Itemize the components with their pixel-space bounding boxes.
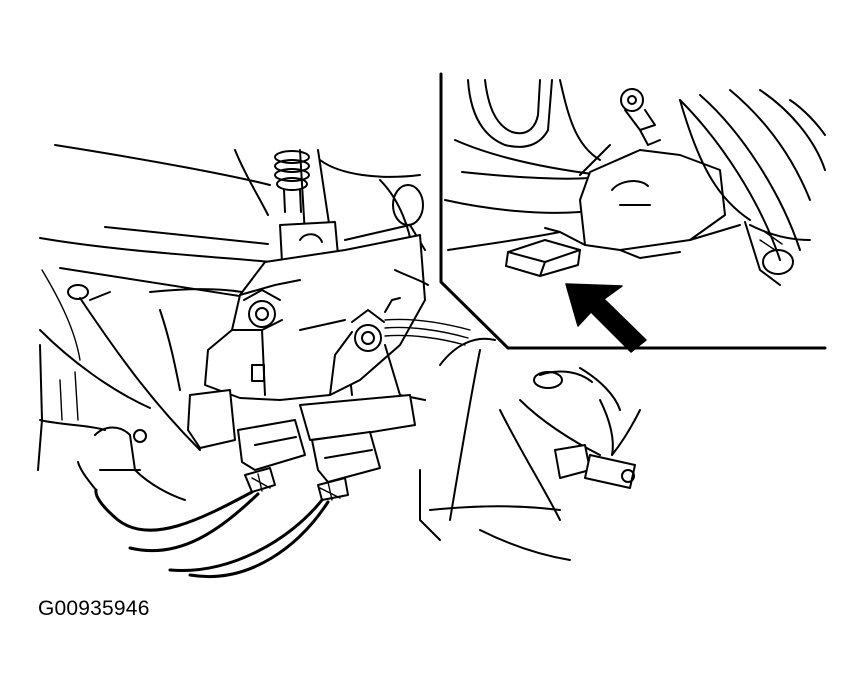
- left-structure: [37, 269, 201, 501]
- switch-bracket: [204, 221, 426, 401]
- pointer-arrow: [565, 283, 647, 353]
- inset-frame: [439, 72, 827, 350]
- dash-panel-lines: [39, 144, 424, 301]
- main-view: [37, 144, 641, 578]
- connectors: [187, 389, 416, 501]
- lower-structure: [419, 337, 641, 561]
- highlighted-switch: [505, 239, 581, 277]
- return-spring: [274, 150, 310, 213]
- mounting-bolts: [243, 289, 385, 352]
- figure-code: G00935946: [38, 597, 150, 620]
- inset-drawing: [444, 79, 826, 286]
- inset-detail: [439, 72, 827, 353]
- pigtail-wires: [384, 269, 471, 346]
- wire-harness: [77, 461, 330, 578]
